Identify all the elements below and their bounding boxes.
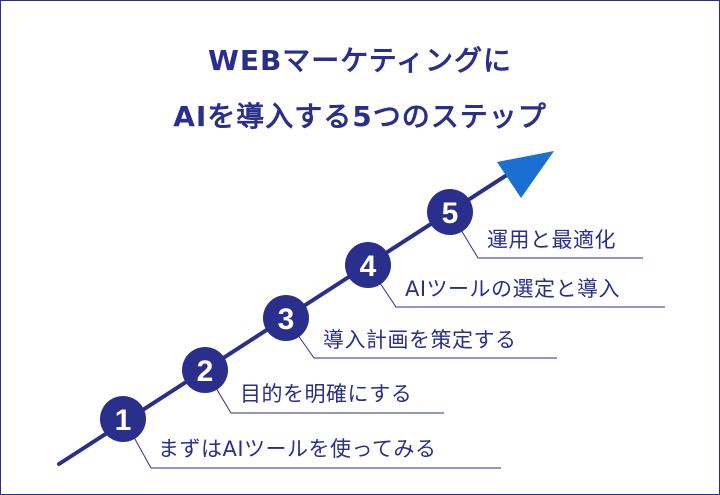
- step-5-label: 運用と最適化: [487, 228, 616, 252]
- step-3: 3: [263, 295, 557, 359]
- step-circle: [427, 189, 473, 235]
- step-number: 3: [278, 303, 295, 336]
- step-4-label: AIツールの選定と導入: [405, 277, 621, 301]
- step-number: 4: [360, 250, 377, 283]
- step-circle: [182, 347, 228, 393]
- title-line-2: AIを導入する5つのステップ: [173, 100, 547, 133]
- step-circle: [263, 295, 309, 341]
- step-number: 5: [442, 197, 459, 230]
- step-2-label: 目的を明確にする: [240, 382, 413, 406]
- arrowhead-icon: [497, 151, 554, 198]
- step-1-label: まずはAIツールを使ってみる: [158, 437, 437, 461]
- step-5: 5: [427, 189, 643, 259]
- step-circle: [100, 396, 146, 442]
- page-title: WEBマーケティングに AIを導入する5つのステップ: [1, 33, 719, 145]
- step-number: 2: [197, 355, 214, 388]
- step-number: 1: [115, 404, 132, 437]
- step-1: 1: [100, 396, 501, 469]
- title-line-1: WEBマーケティングに: [207, 44, 513, 77]
- step-2: 2: [182, 347, 444, 414]
- step-4: 4: [345, 242, 665, 308]
- step-circle: [345, 242, 391, 288]
- step-3-label: 導入計画を策定する: [323, 328, 517, 352]
